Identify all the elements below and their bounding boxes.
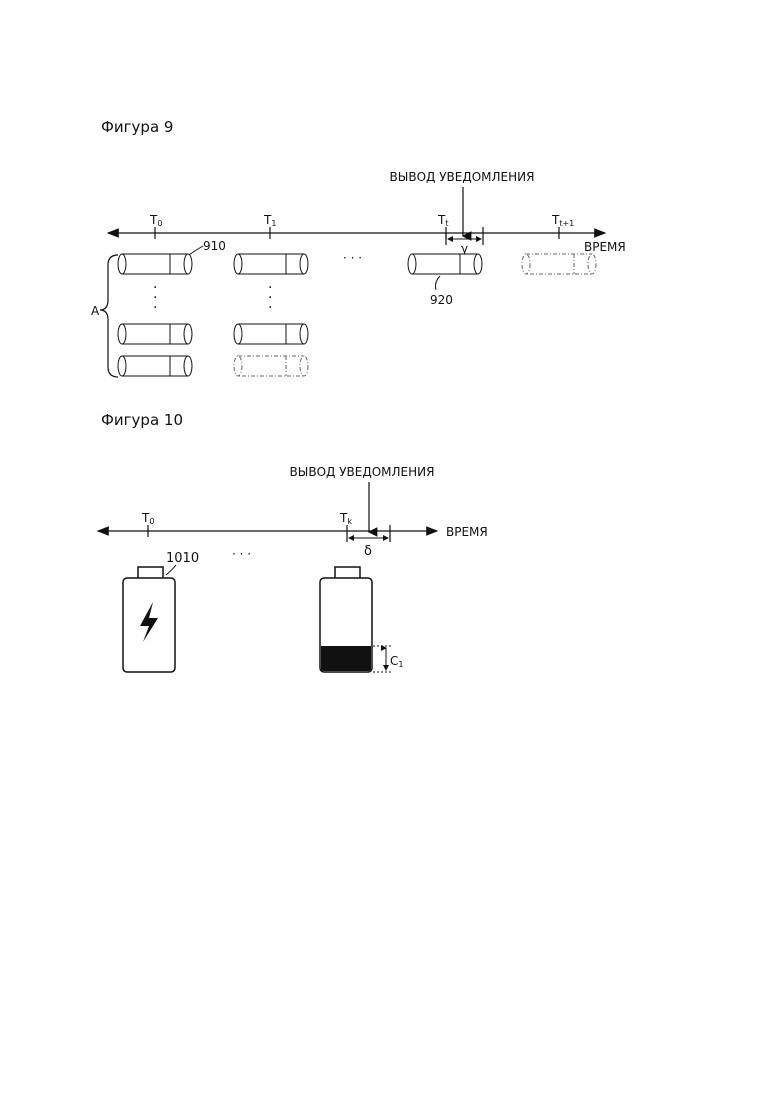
tick-label-t1: T1 xyxy=(263,213,276,228)
delta-label: δ xyxy=(364,544,372,559)
axis-label: ВРЕМЯ xyxy=(446,525,488,539)
battery-charging xyxy=(123,567,175,672)
cylinder-dashed xyxy=(234,356,308,376)
group-label-a: A xyxy=(91,304,100,318)
tick-label-tt1: Tt+1 xyxy=(551,213,574,228)
cylinder xyxy=(118,356,192,376)
figure-10-title: Фигура 10 xyxy=(101,411,183,429)
tick-label-t0: T0 xyxy=(141,511,154,526)
ref-910: 910 xyxy=(203,239,226,253)
notification-label: ВЫВОД УВЕДОМЛЕНИЯ xyxy=(390,170,535,184)
brace xyxy=(100,255,118,377)
ellipsis-dots: · · · xyxy=(343,251,362,265)
cylinder-920 xyxy=(408,254,482,274)
cylinder xyxy=(118,324,192,344)
tick-label-t0: T0 xyxy=(149,213,162,228)
cylinder xyxy=(234,254,308,274)
vdot: · xyxy=(268,300,272,316)
axis-label: ВРЕМЯ xyxy=(584,240,626,254)
notification-label: ВЫВОД УВЕДОМЛЕНИЯ xyxy=(290,465,435,479)
charge-label: C1 xyxy=(390,654,403,669)
figure-9-diagram: ВЫВОД УВЕДОМЛЕНИЯ ВРЕМЯ T0 T1 Tt Tt+1 γ … xyxy=(0,150,780,400)
figure-10-diagram: ВЫВОД УВЕДОМЛЕНИЯ ВРЕМЯ T0 Tk δ · · · 10… xyxy=(0,450,780,700)
cylinder xyxy=(234,324,308,344)
tick-label-tt: Tt xyxy=(437,213,448,228)
cylinder-dashed xyxy=(522,254,596,274)
battery-charge-level xyxy=(321,646,371,671)
tick-label-tk: Tk xyxy=(339,511,352,526)
vdot: · xyxy=(153,300,157,316)
battery-low xyxy=(320,567,372,672)
ref-1010: 1010 xyxy=(166,551,199,566)
figure-9-title: Фигура 9 xyxy=(101,118,173,136)
cylinder xyxy=(118,254,192,274)
ref-920: 920 xyxy=(430,293,453,307)
ellipsis-dots: · · · xyxy=(232,547,251,561)
